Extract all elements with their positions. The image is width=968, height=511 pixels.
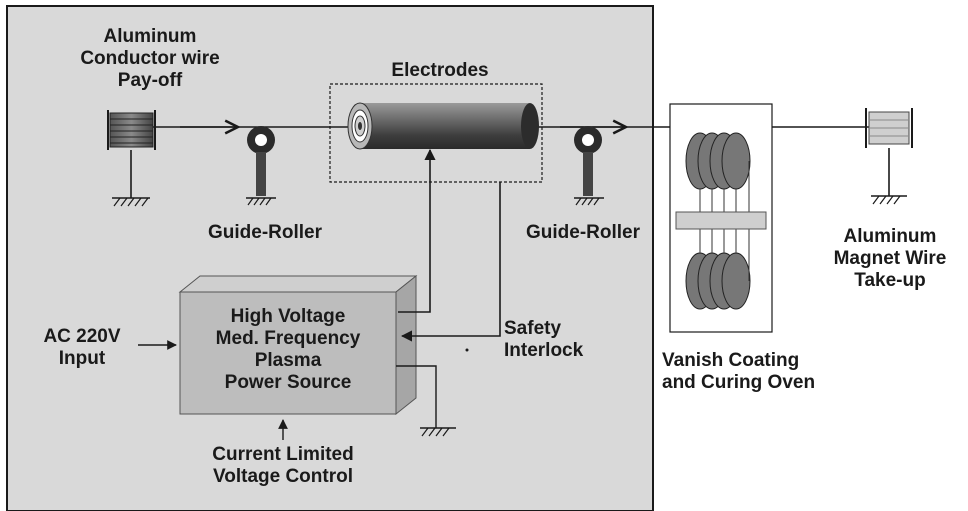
power-source-box — [178, 274, 418, 416]
safety-line2: Interlock — [504, 340, 584, 361]
ac-input-line2: Input — [58, 348, 106, 369]
power-source-label: High Voltage Med. Frequency Plasma Power… — [180, 306, 396, 394]
guide-roller-left-label: Guide-Roller — [190, 222, 340, 244]
electrodes-label: Electrodes — [360, 60, 520, 82]
diagram-panel — [6, 5, 654, 511]
power-source-line2: Med. Frequency — [215, 328, 361, 349]
control-line1: Current Limited — [212, 444, 354, 465]
curing-oven-icon — [669, 103, 773, 333]
payoff-label-line1: Aluminum — [103, 26, 197, 47]
guide-roller-right-icon — [574, 126, 604, 206]
control-line2: Voltage Control — [212, 466, 354, 487]
electrode-cylinder-icon — [347, 102, 539, 150]
guide-roller-right-label: Guide-Roller — [508, 222, 658, 244]
oven-line2: and Curing Oven — [662, 372, 816, 393]
safety-label: Safety Interlock — [504, 318, 614, 362]
guide-roller-right-text: Guide-Roller — [525, 222, 640, 243]
takeup-label-line3: Take-up — [854, 270, 926, 291]
interlock-line — [400, 182, 501, 342]
guide-roller-left-text: Guide-Roller — [207, 222, 322, 243]
feed-line — [398, 148, 436, 313]
power-source-line1: High Voltage — [230, 306, 346, 327]
oven-line1: Vanish Coating — [662, 350, 800, 371]
safety-line1: Safety — [504, 318, 562, 339]
payoff-label: Aluminum Conductor wire Pay-off — [70, 26, 230, 92]
oven-label: Vanish Coating and Curing Oven — [662, 350, 852, 394]
takeup-reel-icon — [865, 108, 913, 205]
power-source-line4: Power Source — [224, 372, 352, 393]
payoff-reel-icon — [107, 110, 156, 207]
control-label: Current Limited Voltage Control — [198, 444, 368, 488]
ac-input-label: AC 220V Input — [30, 326, 134, 370]
ac-input-line1: AC 220V — [43, 326, 121, 347]
payoff-label-line2: Conductor wire — [80, 48, 220, 69]
electrodes-box — [329, 83, 543, 183]
power-source-line3: Plasma — [254, 350, 322, 371]
ground-line — [396, 365, 437, 428]
guide-roller-left-icon — [246, 126, 276, 206]
electrodes-label-text: Electrodes — [391, 60, 489, 81]
takeup-label-line1: Aluminum — [843, 226, 937, 247]
takeup-label-line2: Magnet Wire — [833, 248, 947, 269]
takeup-label: Aluminum Magnet Wire Take-up — [820, 226, 960, 292]
payoff-label-line3: Pay-off — [117, 70, 183, 91]
